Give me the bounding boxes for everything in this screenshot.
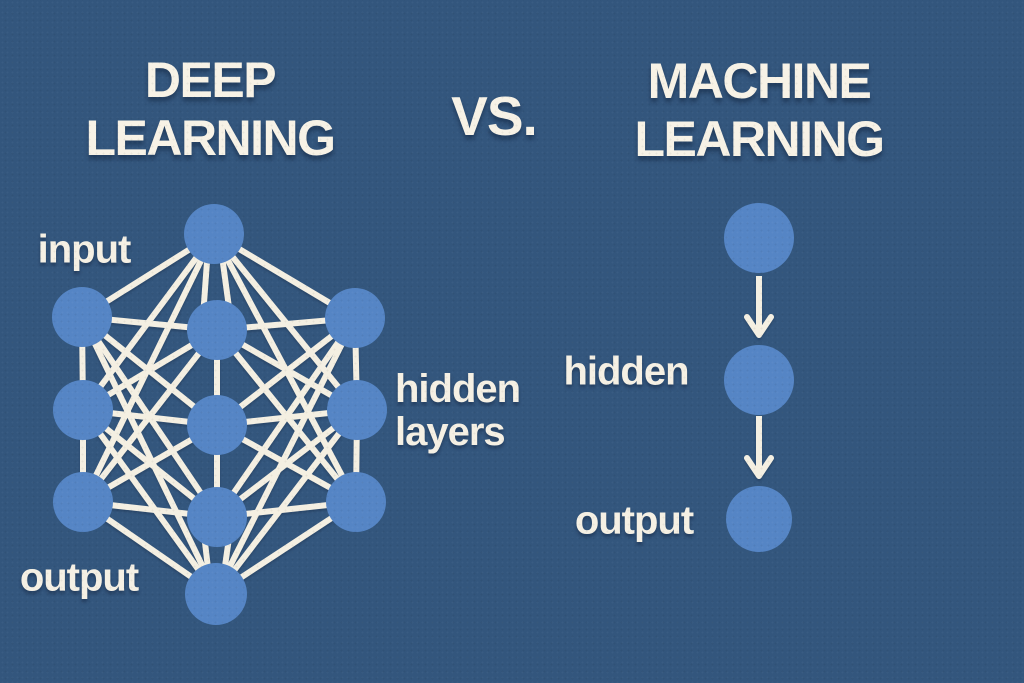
node-C3: [187, 487, 247, 547]
deep-learning-title: DEEP LEARNING: [85, 51, 336, 167]
edge-bottom-L2: [80, 408, 219, 596]
node-bottom: [185, 563, 247, 625]
arrow-head-icon: [744, 314, 774, 338]
arrow-head-icon: [744, 455, 774, 479]
node-output: [726, 486, 792, 552]
hidden-layers-label-line1: hidden: [395, 367, 521, 411]
node-R1: [325, 288, 385, 348]
node-C2: [187, 395, 247, 455]
node-R3: [326, 472, 386, 532]
output-node-label: output: [574, 498, 694, 543]
node-R2: [327, 380, 387, 440]
deep-learning-title-line1: DEEP: [144, 52, 277, 108]
edge-top-L2: [80, 232, 217, 412]
output-label: output: [19, 555, 139, 600]
edge-C3-R1: [214, 316, 358, 519]
edge-L3-C1: [80, 328, 220, 504]
hidden-node-label: hidden: [563, 349, 689, 394]
hidden-layers-label-line2: layers: [395, 410, 506, 454]
edge-top-R2: [211, 232, 360, 412]
hidden-layers-label: hidden layers: [395, 367, 521, 454]
node-hidden: [724, 345, 794, 415]
node-L3: [53, 472, 113, 532]
edge-top-L3: [80, 232, 217, 504]
input-label: input: [37, 227, 132, 272]
arrow-connector: [744, 416, 774, 479]
edge-bottom-L1: [79, 315, 219, 596]
machine-learning-title-line2: LEARNING: [634, 111, 885, 167]
deep-learning-title-line2: LEARNING: [85, 110, 336, 166]
edge-bottom-R2: [213, 408, 360, 596]
node-C1: [187, 300, 247, 360]
edge-top-R3: [211, 232, 359, 504]
node-input: [724, 203, 794, 273]
machine-learning-title-line1: MACHINE: [647, 53, 872, 109]
vs-label: VS.: [451, 85, 538, 147]
machine-learning-title: MACHINE LEARNING: [634, 52, 885, 168]
arrow-connector: [744, 276, 774, 338]
edge-bottom-R1: [213, 316, 358, 596]
node-top: [184, 204, 244, 264]
node-L2: [53, 380, 113, 440]
node-L1: [52, 287, 112, 347]
